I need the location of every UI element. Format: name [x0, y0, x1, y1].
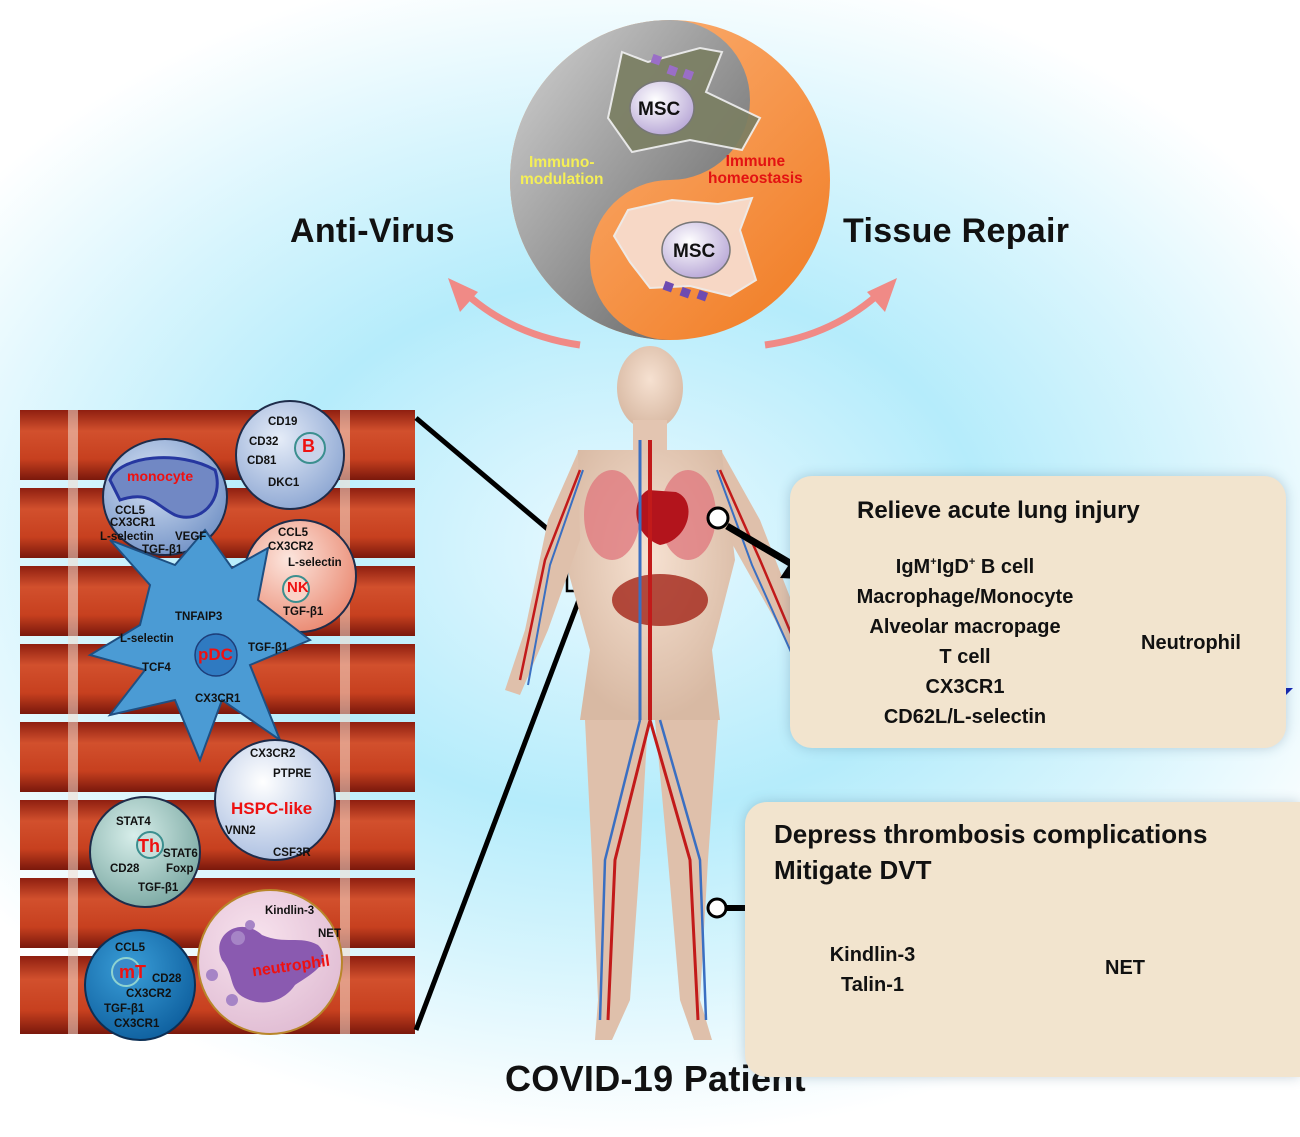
msc-bottom-label: MSC — [673, 241, 716, 262]
hspc-marker-ptpre: PTPRE — [273, 768, 312, 780]
mt-marker-cd28: CD28 — [152, 973, 182, 985]
pdc-name: pDC — [198, 645, 233, 664]
yin-yang-diagram — [510, 20, 830, 340]
nk-name: NK — [287, 579, 309, 596]
pdc-marker-tcf4: TCF4 — [142, 662, 171, 674]
mt-cell — [84, 929, 196, 1041]
neutrophil-marker-net: NET — [318, 928, 341, 940]
thrombosis-title-line1: Depress thrombosis complications — [774, 819, 1208, 849]
lung-item-cd62l: CD62L/L-selectin — [883, 706, 1047, 728]
anti-virus-arrow — [459, 287, 581, 349]
pdc-marker-tgf: TGF-β1 — [248, 642, 289, 654]
th-marker-cd28: CD28 — [110, 863, 140, 875]
hspc-marker-vnn2: VNN2 — [225, 825, 256, 837]
zoom-line-top — [414, 416, 572, 550]
pdc-marker-l-selectin: L-selectin — [120, 633, 174, 645]
monocyte-marker-ccl5: CCL5 — [115, 505, 146, 517]
immunomodulation-label: Immuno- modulation — [520, 154, 604, 188]
nk-marker-l-selectin: L-selectin — [288, 557, 342, 569]
hspc-marker-cx3cr2: CX3CR2 — [250, 748, 296, 760]
lung-item-cx3cr1: CX3CR1 — [925, 676, 1005, 698]
b-marker-cd81: CD81 — [247, 455, 277, 467]
lung-item-t-cell: T cell — [939, 646, 991, 668]
nk-cell-nucleus — [282, 575, 310, 603]
b-marker-dkc1: DKC1 — [268, 477, 300, 489]
neutrophil-nucleus — [219, 926, 324, 1003]
dvt-item-kindlin3: Kindlin-3 — [829, 944, 916, 966]
dvt-up-list: Kindlin-3 Talin-1 — [810, 940, 935, 1000]
th-marker-foxp: Foxp — [166, 863, 194, 875]
immune-homeostasis-label: Immune homeostasis — [708, 153, 803, 187]
lung-panel-title: Relieve acute lung injury — [857, 497, 1140, 524]
monocyte-name: monocyte — [127, 468, 194, 484]
b-cell-name: B — [302, 436, 315, 456]
monocyte-marker-tgf: TGF-β1 — [142, 544, 183, 556]
th-marker-tgf: TGF-β1 — [138, 882, 179, 894]
b-marker-cd19: CD19 — [268, 416, 298, 428]
monocyte-nucleus — [108, 456, 219, 519]
lung-injury-panel — [790, 476, 1286, 748]
th-marker-stat6: STAT6 — [163, 848, 198, 860]
monocyte-marker-vegf: VEGF — [175, 531, 207, 543]
mt-name: mT — [119, 962, 146, 982]
b-cell — [235, 400, 345, 510]
hspc-name: HSPC-like — [231, 799, 313, 818]
tissue-repair-arrowhead — [867, 278, 897, 312]
lung-item-alveolar: Alveolar macropage — [869, 616, 1061, 638]
nk-marker-cx3cr2: CX3CR2 — [268, 541, 314, 553]
lung-up-list: IgM+IgD+ B cell Macrophage/Monocyte Alve… — [820, 552, 1110, 732]
nk-marker-tgf: TGF-β1 — [283, 606, 324, 618]
tissue-repair-arrow — [764, 287, 886, 349]
anti-virus-arrowhead — [448, 278, 478, 312]
anti-virus-title: Anti-Virus — [290, 212, 455, 250]
mt-marker-cx3cr1: CX3CR1 — [114, 1018, 160, 1030]
human-body-figure — [505, 346, 830, 1040]
msc-top-label: MSC — [638, 99, 681, 120]
monocyte-marker-l-selectin: L-selectin — [100, 531, 154, 543]
lung-item-neutrophil: Neutrophil — [1141, 632, 1241, 654]
neutrophil-marker-kindlin3: Kindlin-3 — [265, 905, 315, 917]
pdc-marker-tnfaip3: TNFAIP3 — [175, 611, 223, 623]
zoom-line-bottom — [413, 591, 585, 1031]
lung-item-macrophage: Macrophage/Monocyte — [856, 586, 1074, 608]
dvt-pointer-origin — [706, 897, 728, 919]
lung-pointer-line — [725, 522, 797, 570]
th-name: Th — [138, 836, 160, 856]
tissue-repair-title: Tissue Repair — [843, 212, 1070, 250]
lung-item-b-cell: IgM+IgD+ B cell — [895, 556, 1035, 578]
dvt-item-net: NET — [1105, 957, 1145, 979]
th-marker-stat4: STAT4 — [116, 816, 151, 828]
mt-marker-cx3cr2: CX3CR2 — [126, 988, 172, 1000]
th-cell-nucleus — [136, 831, 164, 859]
mt-marker-ccl5: CCL5 — [115, 942, 146, 954]
nk-marker-ccl5: CCL5 — [278, 527, 309, 539]
lung-pointer-origin — [706, 506, 730, 530]
pdc-marker-cx3cr1: CX3CR1 — [195, 693, 241, 705]
b-marker-cd32: CD32 — [249, 436, 279, 448]
hspc-cell — [214, 739, 336, 861]
monocyte-marker-cx3cr1: CX3CR1 — [110, 517, 156, 529]
mt-marker-tgf: TGF-β1 — [104, 1003, 145, 1015]
thrombosis-panel — [745, 802, 1300, 1077]
hspc-marker-csf3r: CSF3R — [273, 847, 311, 859]
pdc-nucleus — [194, 633, 238, 677]
mt-cell-nucleus — [111, 957, 141, 987]
dvt-item-talin1: Talin-1 — [841, 974, 904, 996]
b-cell-nucleus — [294, 432, 326, 464]
thrombosis-title-line2: Mitigate DVT — [774, 855, 932, 885]
